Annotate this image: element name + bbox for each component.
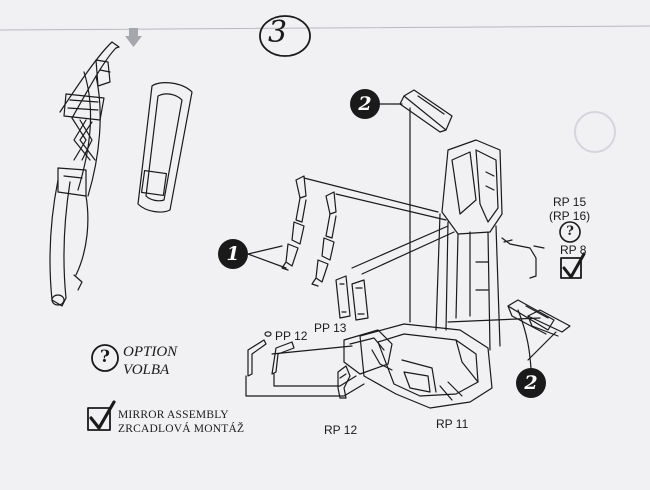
- pp12-leader-c: [271, 345, 353, 355]
- callout-circle-2-bottom: [516, 368, 546, 398]
- headrest-pad: [137, 82, 193, 213]
- rp8-checkbox-icon: [560, 252, 586, 279]
- label-rp12: RP 12: [324, 423, 358, 437]
- rp15-question-mark-icon: ?: [566, 224, 574, 239]
- harness-hooks: [281, 175, 337, 287]
- strap-leader-b: [361, 231, 455, 275]
- step-number: 3: [268, 15, 288, 50]
- leader-1: [247, 245, 287, 269]
- down-arrow-icon: [125, 28, 142, 47]
- legend-option: OPTION: [123, 344, 178, 360]
- label-pp12: PP 12: [275, 329, 308, 343]
- callout-circle-1: [218, 239, 248, 269]
- top-rule: [0, 25, 650, 31]
- callout-circle-2-top: [350, 89, 380, 119]
- callout-2-top: 2: [358, 93, 372, 115]
- rp15-option-circle: [559, 221, 581, 243]
- right-strap-parts: [507, 299, 571, 337]
- legend-mirror-assembly: MIRROR ASSEMBLY: [118, 409, 229, 421]
- label-rp11: RP 11: [436, 417, 469, 431]
- option-legend-circle: [91, 344, 119, 372]
- legend-volba: VOLBA: [123, 362, 170, 378]
- step-circle: [259, 15, 311, 57]
- rp8-rod: [501, 237, 545, 279]
- seat-harness: [49, 41, 120, 307]
- label-rp15: RP 15: [553, 195, 587, 209]
- hook-leader-a: [303, 177, 439, 213]
- pp13-straps: [335, 275, 369, 321]
- leader-2-bottom: [517, 309, 532, 369]
- label-rp8: RP 8: [560, 243, 587, 257]
- unused: [518, 272, 556, 300]
- label-pp13: PP 13: [314, 321, 347, 335]
- label-rp16: (RP 16): [549, 209, 591, 223]
- hook-leader-b: [335, 193, 447, 221]
- callout-1: 1: [226, 243, 240, 265]
- ejection-seat: [343, 139, 503, 409]
- rp12-part: [337, 365, 351, 399]
- mirror-assembly-checkbox-icon: [87, 400, 116, 431]
- strap-leader-a: [351, 225, 449, 269]
- legend-zrcadlova-montaz: ZRCADLOVÁ MONTÁŽ: [118, 423, 245, 435]
- callout-2-bottom: 2: [524, 372, 538, 394]
- top-strap-part: [399, 89, 453, 133]
- watermark-circle: [574, 111, 616, 153]
- option-question-mark-icon: ?: [100, 347, 110, 367]
- strap-leader-c: [447, 317, 541, 323]
- pp12-leader-a: [245, 375, 365, 397]
- strap-leader-d: [527, 331, 557, 361]
